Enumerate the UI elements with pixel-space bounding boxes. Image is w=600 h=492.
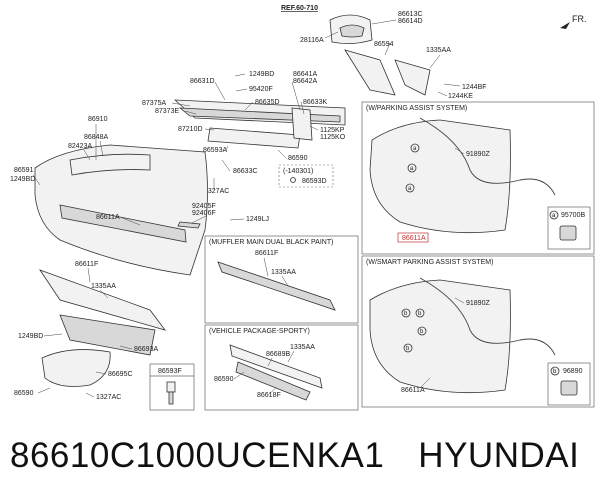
fr-label: FR.: [572, 14, 587, 24]
label-1249BD-left: 1249BD: [10, 176, 35, 183]
label-1244KE: 1244KE: [448, 93, 473, 100]
part-number: 86610C1000UCENKA1: [10, 436, 385, 475]
label-86593F: 86593F: [158, 368, 182, 375]
rear-panel-reference: [329, 14, 431, 96]
label-86611A-main: 86611A: [96, 214, 120, 221]
sporty-box-title: (VEHICLE PACKAGE-SPORTY): [209, 328, 310, 335]
label-1249BD-low: 1249BD: [18, 333, 43, 340]
label-86633C: 86633C: [233, 168, 258, 175]
svg-text:a: a: [410, 166, 414, 172]
muffler-box-title: (MUFFLER MAIN DUAL BLACK PAINT): [209, 239, 333, 246]
label-28116A: 28116A: [300, 37, 324, 44]
label-1335AA-sporty: 1335AA: [290, 344, 315, 351]
label-86689B: 86689B: [266, 351, 290, 358]
label-87375A: 87375A: [142, 100, 166, 107]
callout-a-1: [410, 143, 420, 153]
label-95700B: 95700B: [561, 212, 585, 219]
label-1125KO: 1125KO: [320, 134, 346, 141]
smart-box-title: (W/SMART PARKING ASSIST SYSTEM): [366, 259, 493, 266]
svg-text:b: b: [418, 311, 422, 317]
label-86614D: 86614D: [398, 18, 423, 25]
label-1335AA-left: 1335AA: [91, 283, 116, 290]
footer: 86610C1000UCENKA1 HYUNDAI: [10, 428, 595, 484]
label-86590-sporty: 86590: [214, 376, 234, 383]
svg-text:b: b: [420, 329, 424, 335]
label-92406F: 92406F: [192, 210, 216, 217]
label-91890Z-b: 91890Z: [466, 300, 490, 307]
label-86633K: 86633K: [303, 99, 327, 106]
label-86618F: 86618F: [257, 392, 281, 399]
label-86642A: 86642A: [293, 78, 317, 85]
label-92405F: 92405F: [192, 203, 216, 210]
bumper-beam: [173, 99, 346, 149]
svg-text:b: b: [406, 346, 410, 352]
label-91890Z-a: 91890Z: [466, 151, 490, 158]
muffler-box: (MUFFLER MAIN DUAL BLACK PAINT) 86611F 1…: [204, 235, 359, 324]
callout-b-3: [417, 326, 427, 336]
date-box: (-140301) 86593D: [278, 164, 334, 188]
label-86590-low: 86590: [14, 390, 34, 397]
label-86641A: 86641A: [293, 71, 317, 78]
label-95420F: 95420F: [249, 86, 273, 93]
label-86611A-parking: 86611A: [402, 235, 426, 242]
callout-b-4: [403, 343, 413, 353]
bolt-86593F-box: 86593F: [149, 363, 195, 411]
ref-label[interactable]: REF.60-710: [281, 5, 318, 12]
callout-b-1: [401, 308, 411, 318]
label-1327AC-mid: 1327AC: [204, 188, 229, 195]
callout-b-2: [415, 308, 425, 318]
smart-sensor-icon: [560, 380, 578, 396]
label-1335AA-muffler: 1335AA: [271, 269, 296, 276]
label-1244BF: 1244BF: [462, 84, 487, 91]
callout-a-3: [405, 183, 415, 193]
svg-text:b: b: [404, 311, 408, 317]
label-86611F-muffler: 86611F: [255, 250, 278, 257]
label-86695C: 86695C: [108, 371, 133, 378]
smart-parking-box: (W/SMART PARKING ASSIST SYSTEM) b b b b …: [361, 255, 595, 408]
front-arrow-icon: [560, 22, 570, 29]
rear-reflector: [177, 221, 201, 229]
brand-name: HYUNDAI: [418, 436, 580, 475]
rear-bumper-cover: [34, 144, 208, 276]
svg-text:a: a: [413, 146, 417, 152]
date-box-title: (-140301): [283, 168, 313, 175]
label-86611F-left: 86611F: [75, 261, 98, 268]
lower-valance: [38, 269, 167, 356]
label-87210D: 87210D: [178, 126, 203, 133]
svg-text:a: a: [408, 186, 412, 192]
label-96890: 96890: [563, 368, 583, 375]
label-86631D: 86631D: [190, 78, 215, 85]
label-87373E: 87373E: [155, 108, 179, 115]
label-86593A: 86593A: [203, 147, 227, 154]
label-86611A-smart: 86611A: [401, 387, 425, 394]
label-1335AA-top: 1335AA: [426, 47, 451, 54]
label-1125KP: 1125KP: [320, 127, 345, 134]
svg-text:b: b: [553, 369, 557, 375]
sporty-box: (VEHICLE PACKAGE-SPORTY) 1335AA 86689B 8…: [204, 324, 359, 411]
parking-sensor-icon: [559, 225, 577, 241]
label-1249BD-top: 1249BD: [249, 71, 274, 78]
label-1327AC-low: 1327AC: [96, 394, 121, 401]
label-86593D: 86593D: [302, 178, 327, 185]
label-86594: 86594: [374, 41, 394, 48]
label-86613C: 86613C: [398, 11, 423, 18]
label-86693A: 86693A: [134, 346, 158, 353]
label-86910: 86910: [88, 116, 108, 123]
label-1249LJ: 1249LJ: [246, 216, 269, 223]
svg-text:a: a: [552, 213, 556, 219]
label-86635D: 86635D: [255, 99, 280, 106]
parking-assist-box: (W/PARKING ASSIST SYSTEM) a a a 91890Z 8…: [361, 101, 595, 255]
label-86590-mid: 86590: [288, 155, 308, 162]
parking-box-title: (W/PARKING ASSIST SYSTEM): [366, 105, 467, 112]
label-86591: 86591: [14, 167, 34, 174]
label-82423A: 82423A: [68, 143, 92, 150]
splash-shield: [41, 349, 111, 387]
front-direction-indicator: FR.: [560, 14, 587, 29]
callout-a-2: [407, 163, 417, 173]
